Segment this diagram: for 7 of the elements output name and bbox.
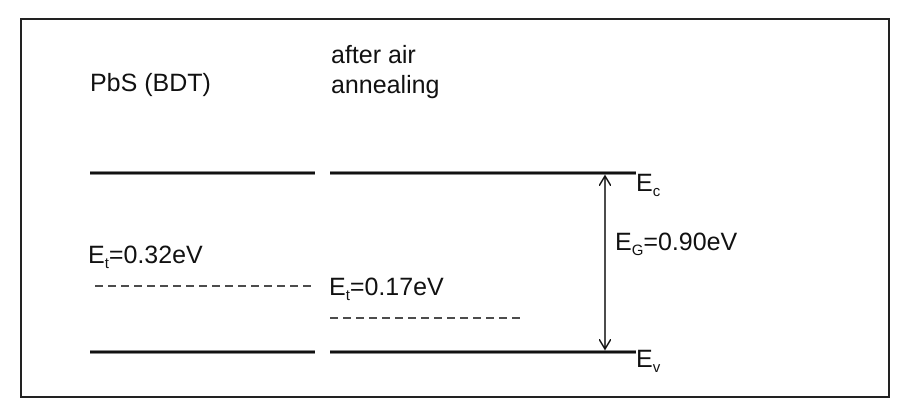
energy-label: PbS (BDT) <box>90 68 212 98</box>
energy-label: E$_{v}$ <box>636 344 662 378</box>
energy-label: E$_{t}$=0.32eV <box>88 240 204 274</box>
energy-label: E$_{G}$=0.90eV <box>615 227 738 261</box>
energy-label: E$_{c}$ <box>636 168 662 202</box>
energy-label: after air annealing <box>331 40 440 100</box>
energy-label: E$_{t}$=0.17eV <box>329 272 445 306</box>
